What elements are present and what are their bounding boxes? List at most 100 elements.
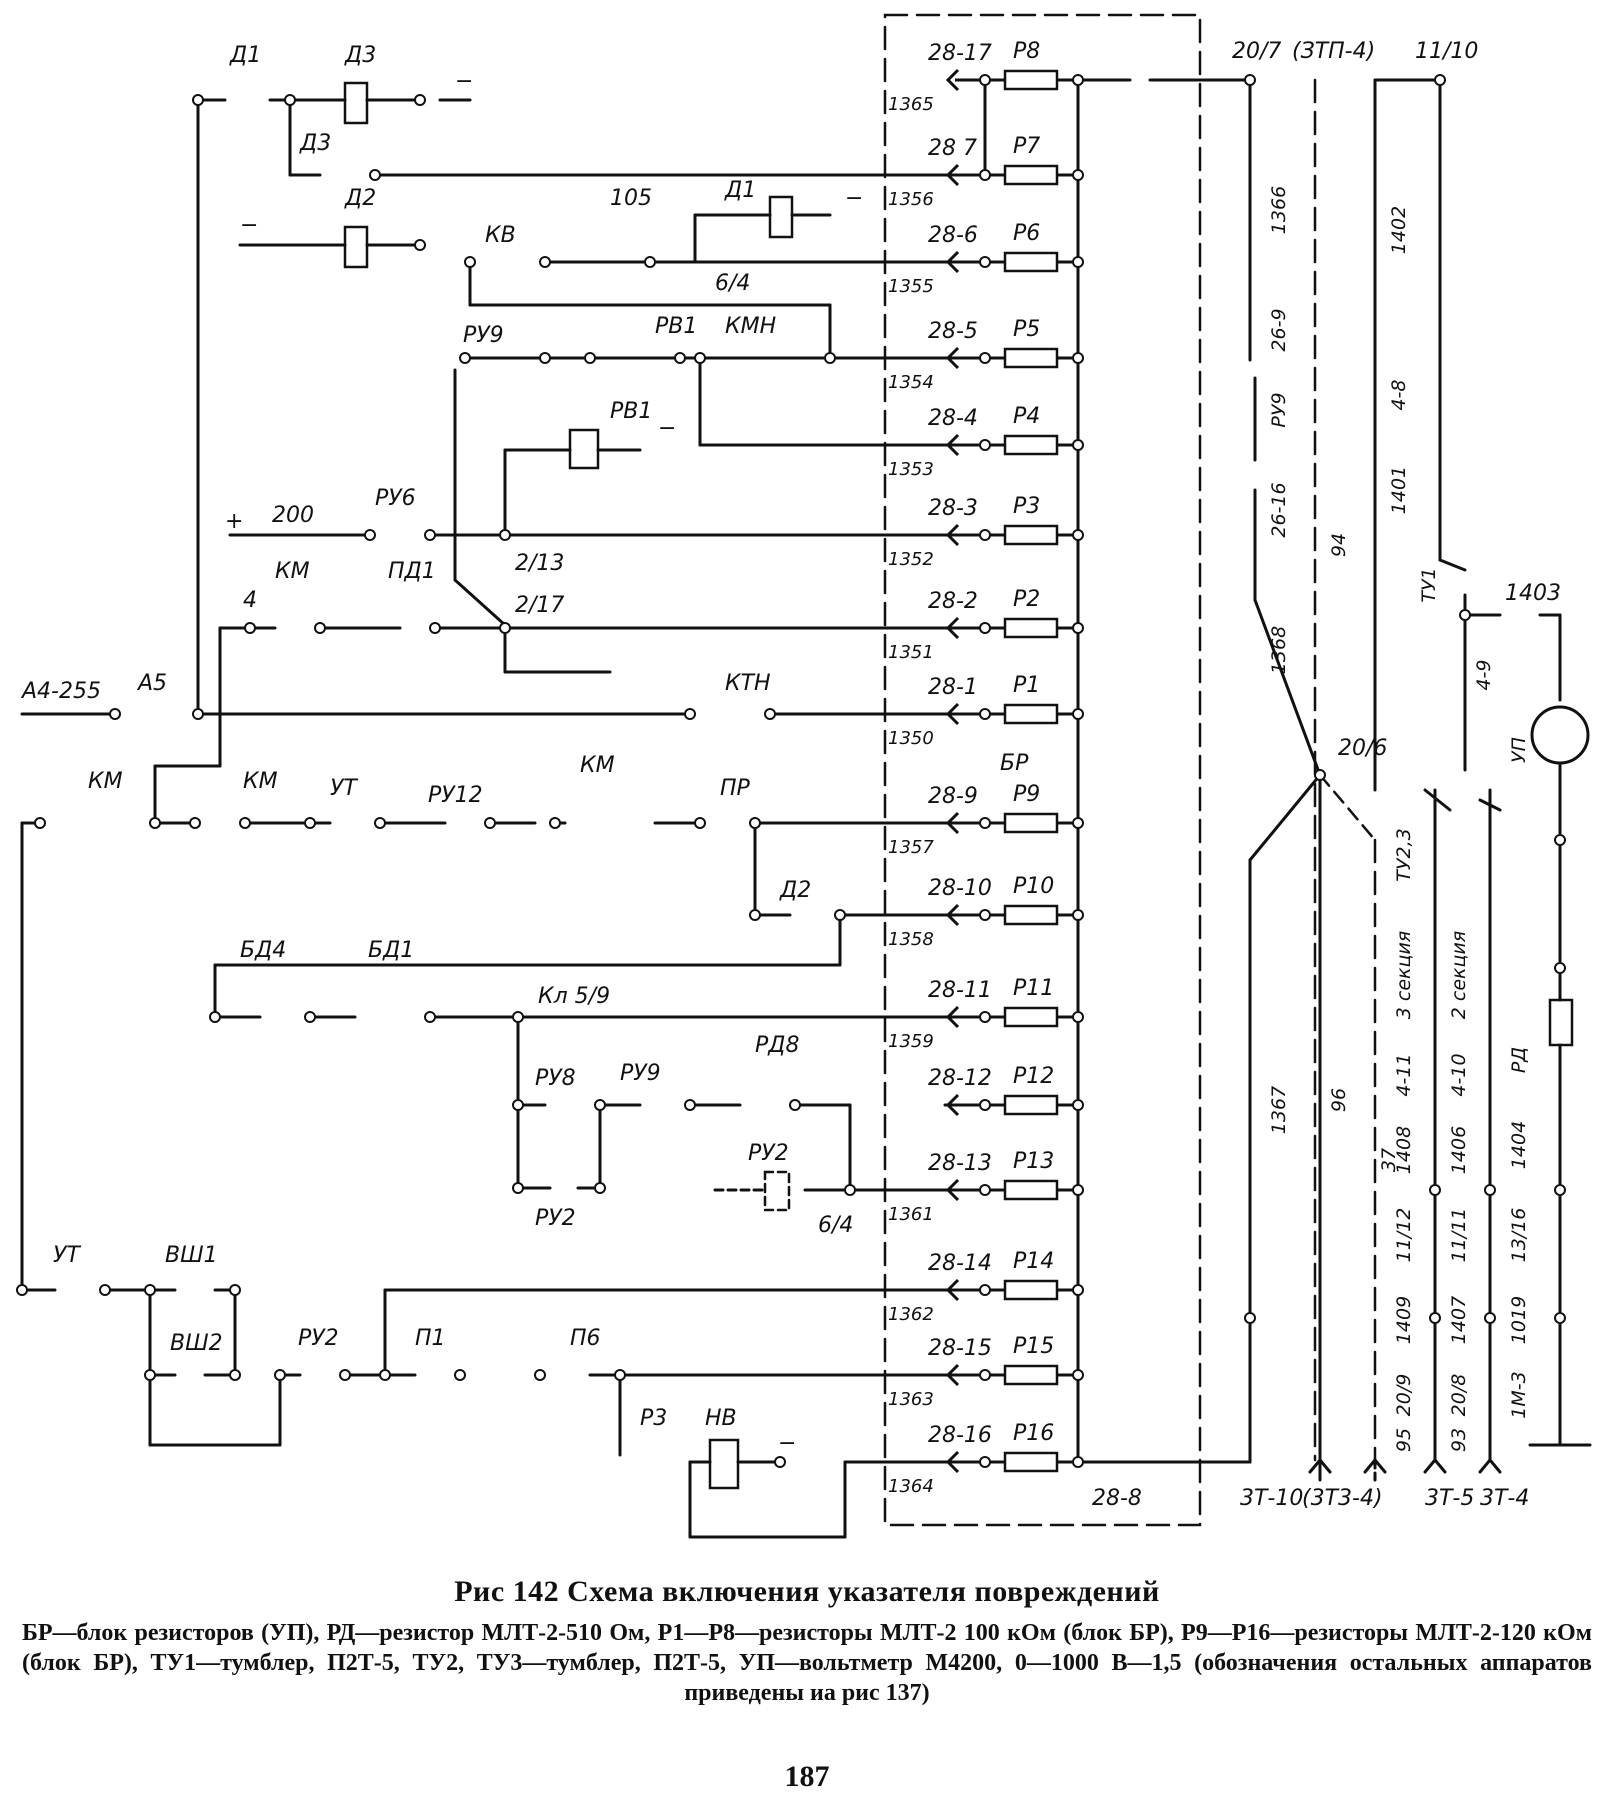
relay-coil-d3 [343,81,369,125]
vlabel-1367: 1367 [1268,1086,1290,1134]
connector-label: 28-4 [928,406,978,431]
figure-caption: БР—блок резисторов (УП), РД—резистор МЛТ… [22,1620,1592,1706]
vlabel-95: 95 [1393,1428,1415,1452]
label-kl: Кл 5/9 [538,984,610,1009]
resistor-label: Р1 [1013,673,1040,698]
label-zt4: 3Т-4 [1480,1486,1529,1511]
label-ztz: (3Т3-4) [1302,1486,1383,1511]
vlabel-1366: 1366 [1268,186,1290,234]
label-minus1: − [455,69,473,94]
label-ktn: КТН [725,671,771,696]
vlabel-1409: 1409 [1393,1296,1415,1344]
wire-number: 1352 [888,549,934,570]
resistor-р1 [1003,703,1059,725]
vlabel-ru9v: РУ9 [1268,392,1290,427]
voltmeter-up-icon [1530,705,1590,765]
terminals [16,74,1566,1468]
resistor-р6 [1003,251,1059,273]
label-minus5: − [778,1431,796,1456]
vlabel-37: 37 [1378,1148,1400,1172]
resistor-label: Р6 [1013,221,1040,246]
connector-label: 28-5 [928,319,978,344]
wire-number: 1353 [888,459,934,480]
label-plus: + [225,509,243,534]
resistor-р11 [1003,1006,1059,1028]
vlabel-rd: РД [1508,1047,1530,1073]
vlabel-1402: 1402 [1388,206,1410,254]
block-label: БР [1000,751,1029,776]
label-206: 20/6 [1338,736,1387,761]
vlabel-1368: 1368 [1268,626,1290,674]
vlabel-1316: 13/16 [1508,1208,1530,1263]
label-217: 2/17 [515,593,564,618]
connector-label: 28-10 [928,876,992,901]
vlabel-1112: 11/12 [1393,1208,1415,1263]
resistor-block-border [883,13,1202,1527]
page-number: 187 [784,1760,830,1793]
label-200: 200 [272,503,314,528]
vlabel-48: 4-8 [1388,379,1410,410]
label-d2b: Д2 [779,878,811,903]
label-ru2c: РУ2 [298,1326,339,1351]
resistor-р8 [1003,69,1059,91]
block-out-connector: 28-8 [1092,1486,1142,1511]
vlabel-1111: 11/11 [1448,1208,1470,1263]
connector-label: 28-12 [928,1066,992,1091]
wire-number: 1359 [888,1031,934,1052]
label-ru8: РУ8 [535,1066,576,1091]
resistor-rd [1548,998,1574,1047]
label-km4: КМ [580,753,615,778]
wire-number: 1363 [888,1389,934,1410]
label-pr: ПР [720,776,751,801]
wire-number: 1355 [888,276,934,297]
label-km1: КМ [275,559,310,584]
resistor-label: Р3 [1013,494,1040,519]
label-ut2: УТ [53,1243,81,1268]
resistor-р15 [1003,1364,1059,1386]
relay-coil-ru2 [763,1170,791,1212]
label-rv1b: РВ1 [610,399,652,424]
vlabel-208: 20/8 [1448,1374,1470,1417]
label-a4: А4-255 [20,679,101,704]
vlabel-1401: 1401 [1388,466,1410,514]
label-minus3: − [845,186,863,211]
label-ut: УТ [330,776,358,801]
resistor-label: Р5 [1013,317,1040,342]
connector-label: 28-15 [928,1336,992,1361]
resistor-р12 [1003,1094,1059,1116]
wire-number: 1364 [888,1476,934,1497]
label-213: 2/13 [515,551,564,576]
resistor-label: Р15 [1013,1334,1054,1359]
label-r3: Р3 [640,1406,667,1431]
label-km3: КМ [243,769,278,794]
vlabel-sec3: 3 секция [1393,931,1415,1019]
vlabel-93: 93 [1448,1428,1470,1452]
resistor-label: Р11 [1013,976,1054,1001]
block-row-р15: Р15 28-15 1363 [888,1334,1078,1410]
label-ru2: РУ2 [535,1206,576,1231]
label-vsh2: ВШ2 [170,1331,223,1356]
resistor-р2 [1003,617,1059,639]
connector-label: 28-2 [928,589,978,614]
label-d1b: Д1 [724,178,756,203]
vlabel-269: 26-9 [1268,308,1290,351]
label-pd1: ПД1 [388,559,436,584]
vlabel-410: 4-10 [1448,1053,1470,1096]
resistor-label: Р2 [1013,587,1040,612]
label-64a: 6/4 [715,271,750,296]
vlabel-1407: 1407 [1448,1296,1470,1344]
label-minus4: − [658,416,676,441]
resistor-label: Р13 [1013,1149,1054,1174]
resistor-р10 [1003,904,1059,926]
vlabel-49: 4-9 [1473,659,1495,690]
resistor-р16 [1003,1451,1059,1473]
label-p1: П1 [415,1326,446,1351]
vlabel-tu1: ТУ1 [1418,567,1440,602]
